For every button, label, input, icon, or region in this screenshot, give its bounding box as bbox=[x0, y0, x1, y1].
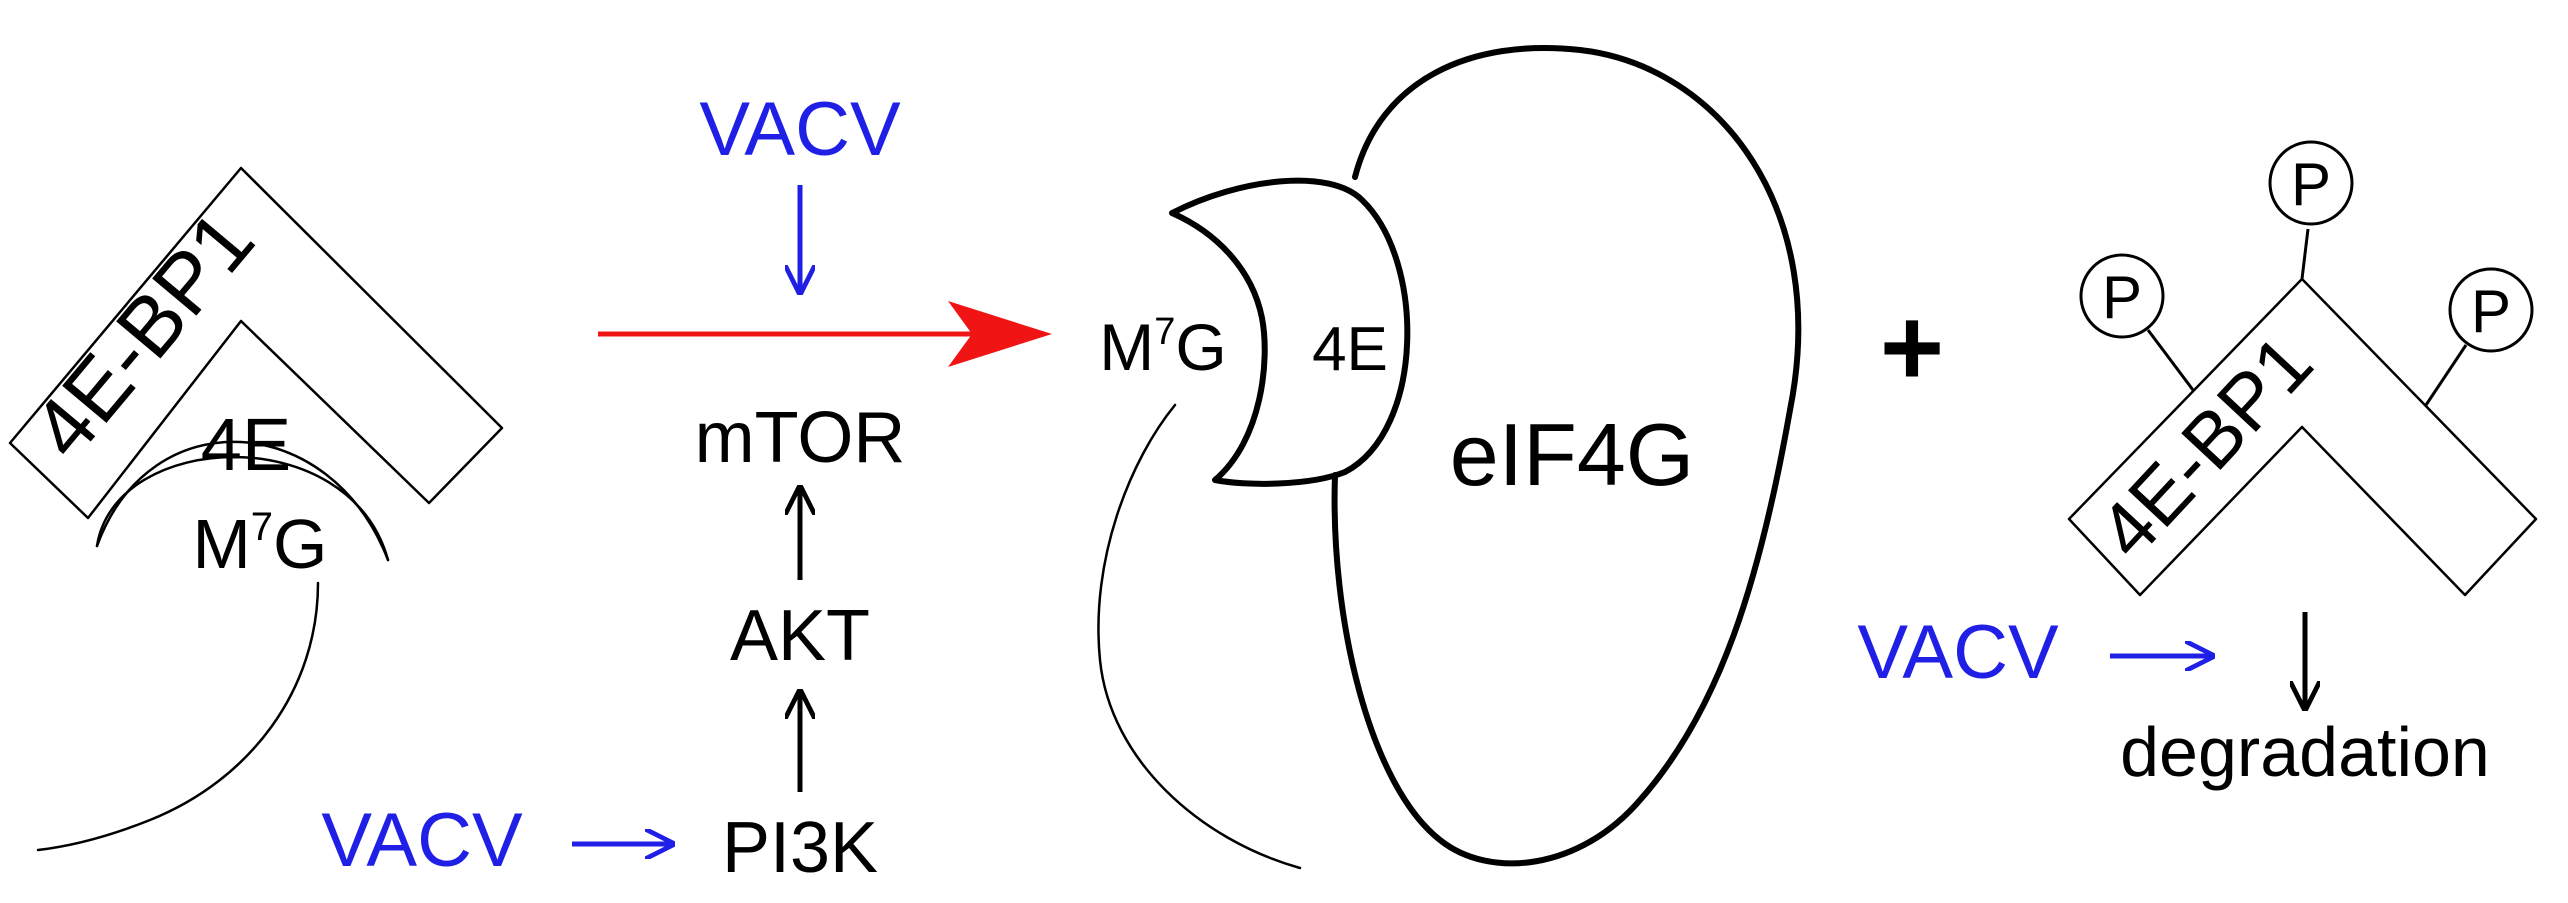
left-m7g-base: M bbox=[192, 505, 250, 583]
inactive-complex: 4E-BP1 4E M7G bbox=[8, 166, 504, 852]
signalling-pathway: VACV mTOR AKT VACV PI3K bbox=[321, 87, 1052, 888]
active-m7g-label: M7G bbox=[1099, 310, 1226, 384]
pi3k-label: PI3K bbox=[722, 808, 878, 888]
active-m7g-base: M bbox=[1099, 310, 1154, 384]
left-m7g-tail: G bbox=[273, 505, 327, 583]
degradation-label: degradation bbox=[2120, 713, 2490, 791]
left-mrna-strand bbox=[36, 581, 320, 852]
phosphorylated-4ebp1: 4E-BP1 P P P VACV degradation bbox=[1857, 140, 2538, 791]
bottom-vacv-label: VACV bbox=[321, 798, 523, 883]
akt-label: AKT bbox=[730, 596, 870, 676]
active-m7g-superscript: 7 bbox=[1154, 311, 1175, 353]
eif4e-crescent-shape bbox=[1169, 177, 1411, 487]
right-4ebp1-label: 4E-BP1 bbox=[2081, 318, 2329, 575]
top-vacv-label: VACV bbox=[699, 87, 901, 172]
eif4g-scaffold-shape bbox=[1331, 45, 1802, 867]
phospho-top-circle bbox=[2268, 140, 2354, 226]
phospho-right-stem bbox=[2424, 344, 2468, 406]
left-m7g-label: M7G bbox=[192, 505, 327, 583]
plus-sign: + bbox=[1880, 286, 1944, 409]
mtor-activation-arrow-head bbox=[948, 301, 1052, 367]
phospho-top-label: P bbox=[2291, 151, 2331, 218]
phospho-left-stem bbox=[2146, 329, 2195, 391]
right-vacv-label: VACV bbox=[1857, 610, 2059, 695]
active-m7g-tail: G bbox=[1175, 310, 1226, 384]
left-4e-shape bbox=[95, 440, 390, 562]
eif4g-label: eIF4G bbox=[1450, 405, 1695, 504]
active-mrna-strand bbox=[1097, 403, 1302, 870]
left-m7g-superscript: 7 bbox=[251, 505, 273, 549]
active-4e-label: 4E bbox=[1312, 315, 1388, 384]
phospho-left-circle bbox=[2079, 253, 2165, 339]
active-cap-complex: M7G 4E eIF4G bbox=[1097, 45, 1802, 870]
phospho-right-label: P bbox=[2471, 278, 2511, 345]
phospho-top-stem bbox=[2300, 228, 2310, 280]
left-4e-label: 4E bbox=[201, 403, 292, 486]
phospho-right-circle bbox=[2448, 267, 2534, 353]
left-4ebp1-chevron bbox=[8, 166, 504, 520]
phospho-left-label: P bbox=[2102, 264, 2142, 331]
mtor-label: mTOR bbox=[695, 398, 906, 478]
